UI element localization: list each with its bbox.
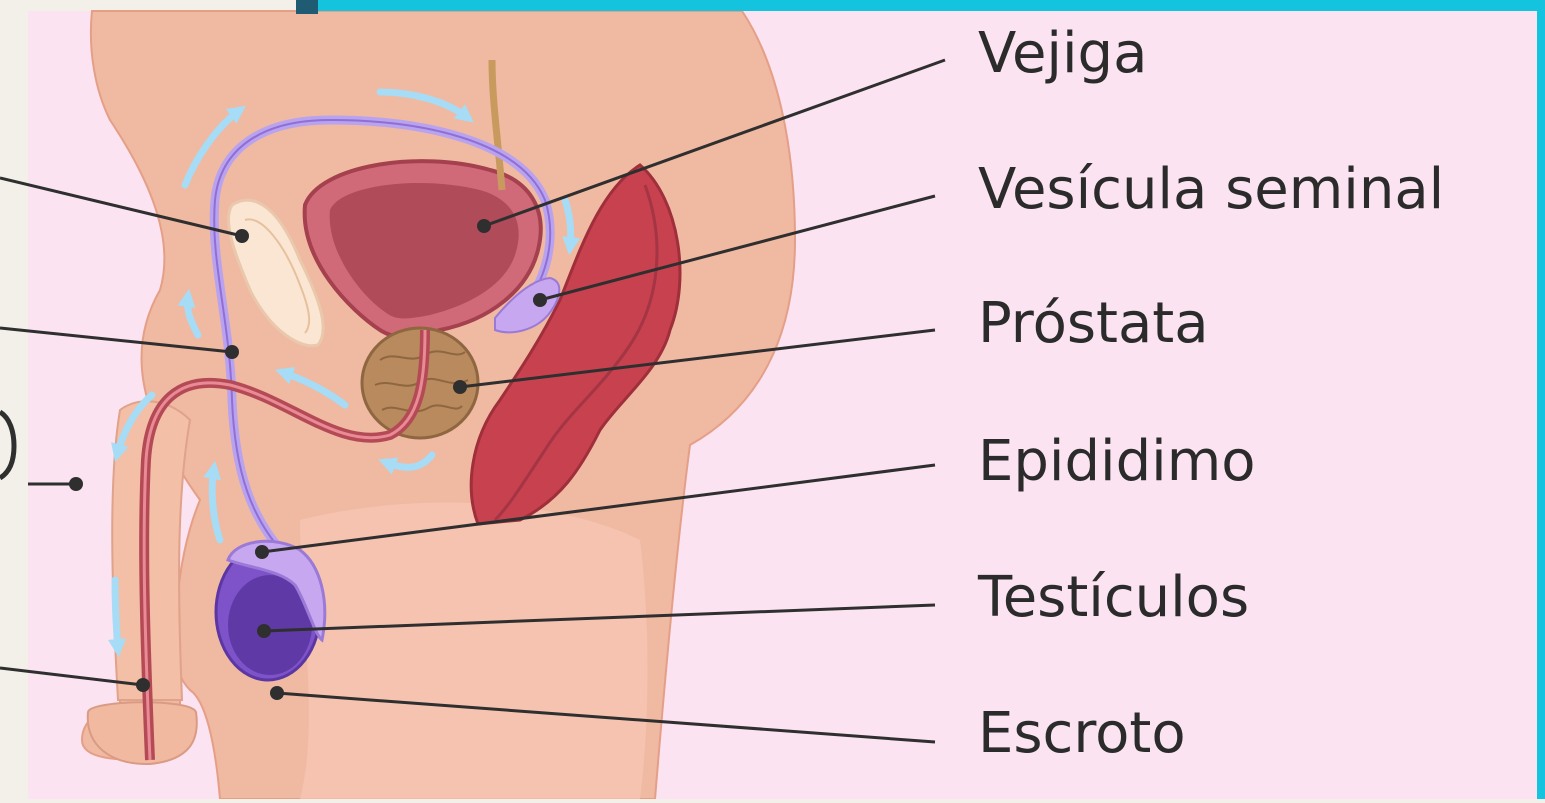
frame-right-accent: [1537, 0, 1545, 799]
frame-top-dark-accent: [296, 0, 318, 14]
label-vejiga: Vejiga: [978, 26, 1147, 82]
thigh-shading: [300, 503, 648, 799]
leader-dot: [270, 686, 284, 700]
leader-dot: [257, 624, 271, 638]
leader-dot: [136, 678, 150, 692]
leader-dot: [235, 229, 249, 243]
cropped-glyph-fragment: [0, 412, 14, 478]
label-testiculos: Testículos: [978, 570, 1249, 626]
leader-dot: [453, 380, 467, 394]
leader-dot: [533, 293, 547, 307]
leader-dot: [255, 545, 269, 559]
leader-dot: [225, 345, 239, 359]
leader-dot: [477, 219, 491, 233]
label-escroto: Escroto: [978, 706, 1186, 762]
leader-dot: [69, 477, 83, 491]
frame-top-accent: [318, 0, 1545, 11]
label-epididimo: Epididimo: [978, 434, 1256, 490]
flow-arrow: [115, 580, 118, 650]
label-vesicula-seminal: Vesícula seminal: [978, 162, 1444, 218]
label-prostata: Próstata: [978, 296, 1209, 352]
